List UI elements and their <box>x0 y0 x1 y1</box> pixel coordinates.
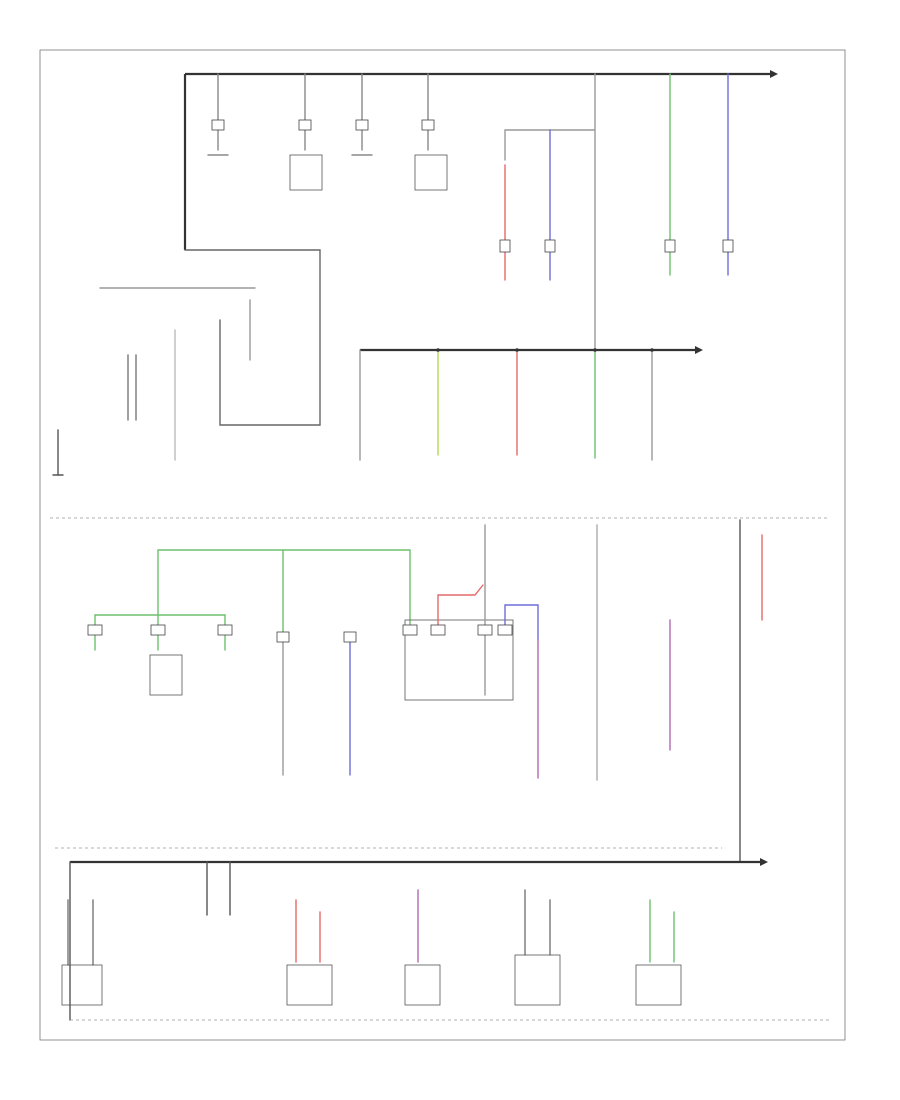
fuse-drop-3 <box>351 73 373 156</box>
connector-symbol <box>276 631 290 643</box>
component-box <box>404 964 441 1006</box>
connector-symbol <box>87 624 103 636</box>
switch-box <box>404 619 514 701</box>
connector-symbol <box>499 239 511 253</box>
connector-symbol <box>298 119 312 131</box>
splice-dot <box>650 348 654 352</box>
connector-symbol <box>477 624 493 636</box>
wire-blue-switch <box>504 604 539 641</box>
connector-symbol <box>355 119 369 131</box>
component-box <box>514 954 561 1006</box>
connector-symbol <box>211 119 225 131</box>
splice-dot <box>515 348 519 352</box>
component-box <box>149 654 183 696</box>
ground-symbol <box>52 429 64 476</box>
fuse-drop-2 <box>289 73 323 191</box>
wire-green-header <box>157 549 411 626</box>
wire-branch-top <box>504 129 596 161</box>
connector-symbol <box>722 239 734 253</box>
arrow-icon <box>695 346 703 354</box>
connector-symbol <box>150 624 166 636</box>
arrow-icon <box>760 858 768 866</box>
component-box <box>286 964 333 1006</box>
connector-symbol <box>544 239 556 253</box>
connector-symbol <box>497 624 513 636</box>
diagram-outer-frame <box>39 49 846 1041</box>
component-box <box>414 154 448 191</box>
connector-symbol <box>402 624 418 636</box>
component-box <box>289 154 323 191</box>
connector-symbol <box>343 631 357 643</box>
component-box <box>635 964 682 1006</box>
component-box <box>61 964 103 1006</box>
splice-dot <box>436 348 440 352</box>
splice-dot <box>593 348 597 352</box>
connector-symbol <box>664 239 676 253</box>
wire-left-loop <box>184 249 321 426</box>
arrow-icon <box>770 70 778 78</box>
fuse-drop-1 <box>207 73 229 156</box>
wire-red-switch <box>437 584 484 626</box>
connector-symbol <box>217 624 233 636</box>
fuse-drop-4 <box>414 73 448 191</box>
connector-symbol <box>430 624 446 636</box>
connector-symbol <box>421 119 435 131</box>
